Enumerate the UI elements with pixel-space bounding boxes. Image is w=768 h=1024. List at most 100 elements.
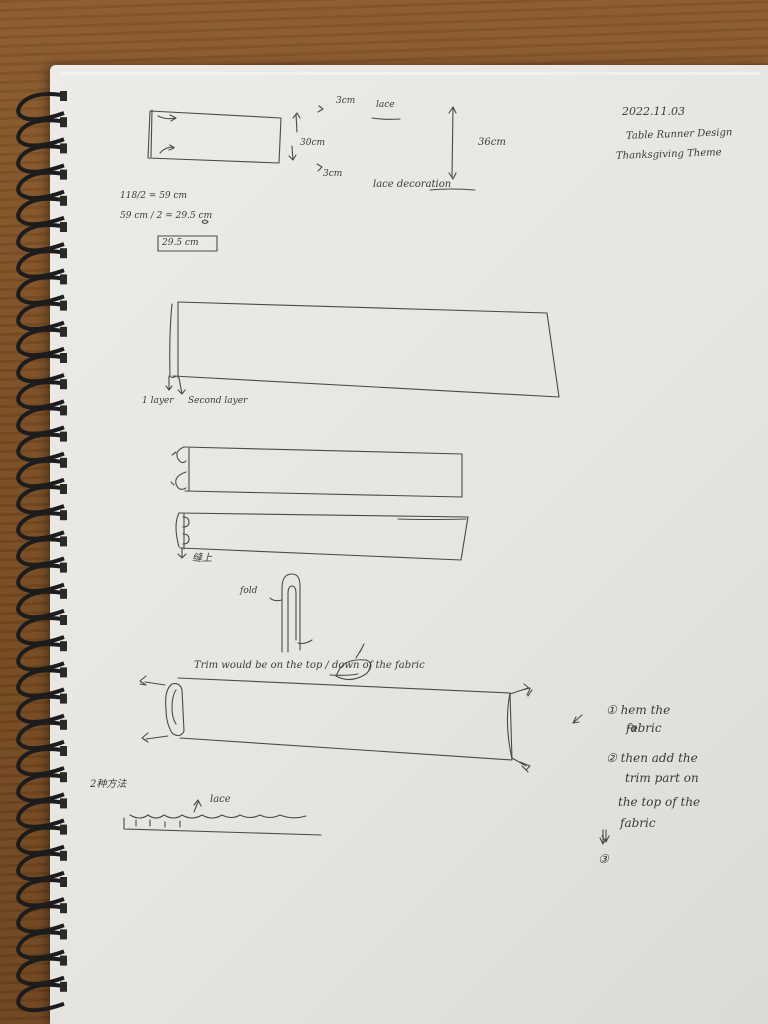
folded-strip-1 <box>170 446 463 498</box>
binding-hole <box>60 850 67 861</box>
label-first-layer: 1 layer <box>142 396 174 406</box>
label-top-3cm: 3cm <box>336 96 356 106</box>
spiral-ring <box>16 563 65 593</box>
binding-hole <box>60 877 67 887</box>
spiral-ring <box>16 720 65 751</box>
spiral-ring <box>16 851 65 882</box>
binding-hole <box>60 222 67 232</box>
step-1-cont: fabric <box>626 721 662 735</box>
label-30cm: 30cm <box>300 138 326 148</box>
step-3: ③ <box>598 852 609 866</box>
spiral-ring <box>16 982 65 1013</box>
spiral-ring <box>16 773 65 803</box>
spiral-ring <box>16 118 65 148</box>
label-bottom-3cm: 3cm <box>323 169 343 179</box>
binding-hole <box>60 929 67 940</box>
label-fold: fold <box>240 586 258 596</box>
label-36cm: 36cm <box>478 137 506 148</box>
binding-hole <box>60 91 67 101</box>
spiral-ring <box>16 301 65 331</box>
lace-strip-sketch <box>123 799 322 836</box>
spiral-ring <box>16 878 65 908</box>
date-text: 2022.11.03 <box>622 105 685 118</box>
spiral-ring <box>16 327 65 358</box>
spiral-ring <box>16 354 65 384</box>
spiral-ring <box>16 170 65 200</box>
binding-hole <box>60 379 67 390</box>
binding-hole <box>60 667 67 678</box>
step-1: ① hem the <box>606 703 671 717</box>
binding-hole <box>60 457 67 468</box>
spiral-ring <box>16 799 65 829</box>
step-2-line-4: fabric <box>620 816 656 830</box>
spiral-ring <box>16 485 65 515</box>
step-2: ② then add the <box>606 751 698 765</box>
binding-hole <box>60 903 67 914</box>
spiral-ring <box>16 144 65 174</box>
spiral-ring <box>16 694 65 724</box>
spiral-binding <box>16 91 67 1013</box>
down-arrow <box>599 829 610 845</box>
trim-note: Trim would be on the top / down of the f… <box>194 660 425 671</box>
page-edge <box>60 72 760 75</box>
spiral-ring <box>16 196 65 227</box>
binding-hole <box>60 719 67 730</box>
binding-hole <box>60 300 67 311</box>
step-2-line-3: the top of the <box>618 795 701 809</box>
step-2-line-2: trim part on <box>625 771 699 785</box>
spiral-ring <box>16 511 65 541</box>
binding-hole <box>60 824 67 835</box>
result-box <box>157 235 218 252</box>
spiral-ring <box>16 930 65 960</box>
spiral-ring <box>16 406 65 436</box>
binding-hole <box>60 798 67 809</box>
label-lace: lace <box>376 100 395 110</box>
large-rectangle-sketch <box>165 301 560 398</box>
binding-hole <box>60 562 67 573</box>
spiral-ring <box>16 275 65 305</box>
trim-runner-sketch <box>139 643 533 773</box>
binding-hole <box>60 353 67 363</box>
binding-hole <box>60 274 67 285</box>
binding-hole <box>60 326 67 337</box>
binding-hole <box>60 955 67 966</box>
binding-hole <box>60 615 67 625</box>
spiral-ring <box>16 589 65 620</box>
calc-line-2: 59 cm / 2 = 29.5 cm <box>120 211 213 221</box>
top-rectangle-sketch <box>147 105 476 191</box>
spiral-ring <box>16 616 65 646</box>
binding-hole <box>60 536 67 547</box>
binding-hole <box>60 772 67 783</box>
binding-hole <box>60 484 67 494</box>
binding-hole <box>60 746 67 756</box>
spiral-ring <box>16 642 65 672</box>
binding-hole <box>60 641 67 652</box>
calc-result: 29.5 cm <box>162 238 199 248</box>
binding-hole <box>60 248 67 259</box>
binding-hole <box>60 117 67 128</box>
spiral-ring <box>16 537 65 567</box>
folded-strip-2 <box>175 512 469 561</box>
binding-hole <box>60 143 67 154</box>
spiral-ring <box>16 432 65 462</box>
binding-hole <box>60 405 67 416</box>
spiral-ring <box>16 825 65 855</box>
binding-hole <box>60 431 67 442</box>
binding-hole <box>60 693 67 704</box>
spiral-ring <box>16 747 65 777</box>
label-second-layer: Second layer <box>188 396 248 406</box>
label-lace-decoration: lace decoration <box>373 179 452 190</box>
spiral-ring <box>16 668 65 698</box>
label-sew: 缝上 <box>192 553 212 564</box>
calc-line-1: 118/2 = 59 cm <box>120 191 188 201</box>
binding-hole <box>60 510 67 521</box>
spiral-ring <box>16 223 65 253</box>
spiral-ring <box>16 380 65 410</box>
binding-hole <box>60 195 67 206</box>
binding-hole <box>60 588 67 599</box>
notebook-page <box>50 65 768 1024</box>
spiral-ring <box>16 249 65 279</box>
spiral-ring <box>16 92 65 122</box>
binding-hole <box>60 981 67 992</box>
